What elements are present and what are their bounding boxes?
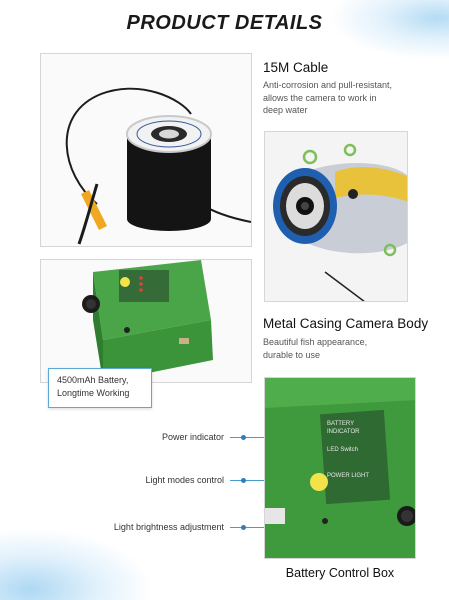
control-box-closeup-image: BATTERY INDICATOR LED Switch POWER LIGHT bbox=[264, 377, 416, 559]
battery-callout-line: Longtime Working bbox=[57, 388, 130, 398]
water-splash-bottom bbox=[0, 530, 150, 600]
brightness-line bbox=[230, 527, 270, 528]
light-modes-label: Light modes control bbox=[145, 475, 224, 485]
cable-reel-image bbox=[40, 53, 252, 247]
cable-title: 15M Cable bbox=[263, 60, 329, 75]
cable-desc-line: allows the camera to work in bbox=[263, 92, 377, 103]
camera-body-image bbox=[264, 131, 408, 302]
power-indicator-label: Power indicator bbox=[161, 432, 224, 442]
battery-box-image bbox=[40, 259, 252, 383]
brightness-label: Light brightness adjustment bbox=[113, 522, 224, 532]
power-indicator-line bbox=[230, 437, 270, 438]
brightness-dot bbox=[241, 525, 246, 530]
cable-description: Anti-corrosion and pull-resistant, allow… bbox=[263, 79, 413, 117]
battery-control-box-label: Battery Control Box bbox=[285, 566, 395, 580]
control-panel-labels: BATTERY INDICATOR LED Switch POWER LIGHT bbox=[327, 420, 369, 480]
indicator-panel-label: INDICATOR bbox=[327, 429, 360, 435]
camera-desc-line: durable to use bbox=[263, 349, 321, 360]
cable-desc-line: Anti-corrosion and pull-resistant, bbox=[263, 80, 393, 90]
page-title: PRODUCT DETAILS bbox=[126, 12, 323, 34]
battery-callout: 4500mAh Battery, Longtime Working bbox=[48, 368, 152, 408]
power-indicator-dot bbox=[241, 435, 246, 440]
cable-desc-line: deep water bbox=[263, 105, 308, 115]
power-light-label: POWER LIGHT bbox=[327, 473, 370, 479]
camera-title: Metal Casing Camera Body bbox=[263, 316, 429, 331]
water-splash-top bbox=[329, 0, 449, 60]
light-modes-dot bbox=[241, 478, 246, 483]
camera-desc-line: Beautiful fish appearance, bbox=[263, 337, 368, 347]
camera-description: Beautiful fish appearance, durable to us… bbox=[263, 336, 413, 361]
battery-panel-label: BATTERY bbox=[327, 421, 355, 427]
light-modes-line bbox=[230, 480, 270, 481]
led-switch-label: LED Switch bbox=[327, 447, 359, 453]
battery-callout-line: 4500mAh Battery, bbox=[57, 375, 129, 385]
